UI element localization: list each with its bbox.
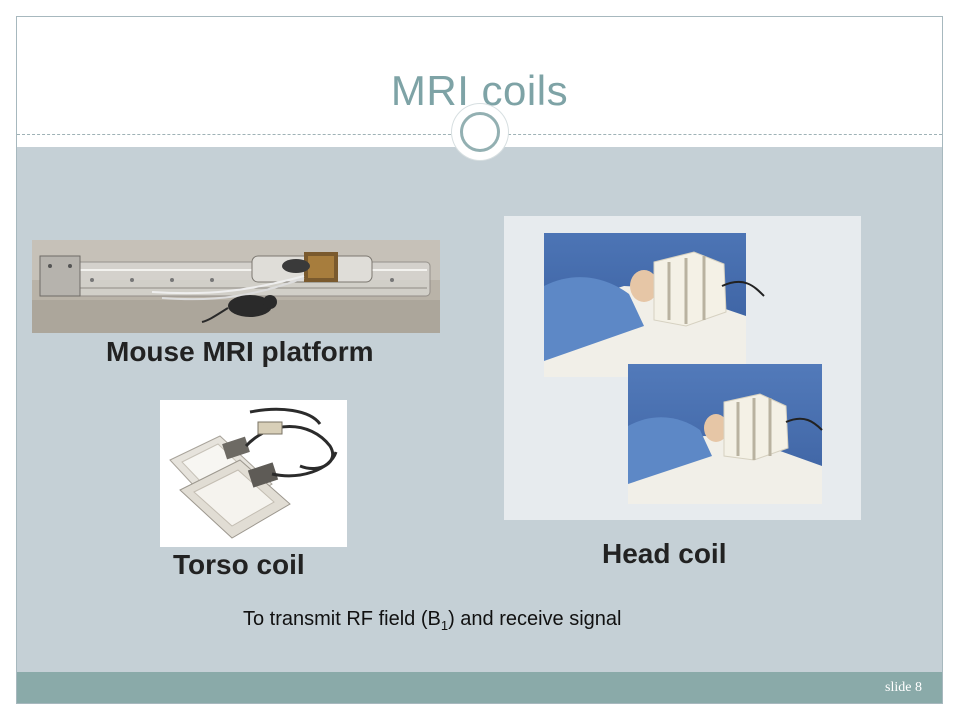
- ornament-ring: [460, 112, 500, 152]
- head-coil-image: [504, 216, 861, 520]
- slide-footer: slide 8: [17, 672, 942, 703]
- mouse-platform-caption: Mouse MRI platform: [106, 336, 374, 367]
- title-ornament: [452, 104, 508, 160]
- rf-note-subscript: 1: [440, 618, 449, 633]
- rf-note-prefix: To transmit RF field (B: [243, 608, 441, 630]
- slide-number: slide 8: [885, 680, 922, 695]
- head-coil-caption: Head coil: [602, 538, 727, 569]
- rf-note-suffix: ) and receive signal: [448, 608, 622, 630]
- mouse-platform-image: [32, 240, 440, 333]
- torso-coil-caption: Torso coil: [173, 549, 305, 580]
- rf-note: To transmit RF field (B1) and receive si…: [243, 608, 622, 633]
- torso-coil-image: [160, 400, 347, 547]
